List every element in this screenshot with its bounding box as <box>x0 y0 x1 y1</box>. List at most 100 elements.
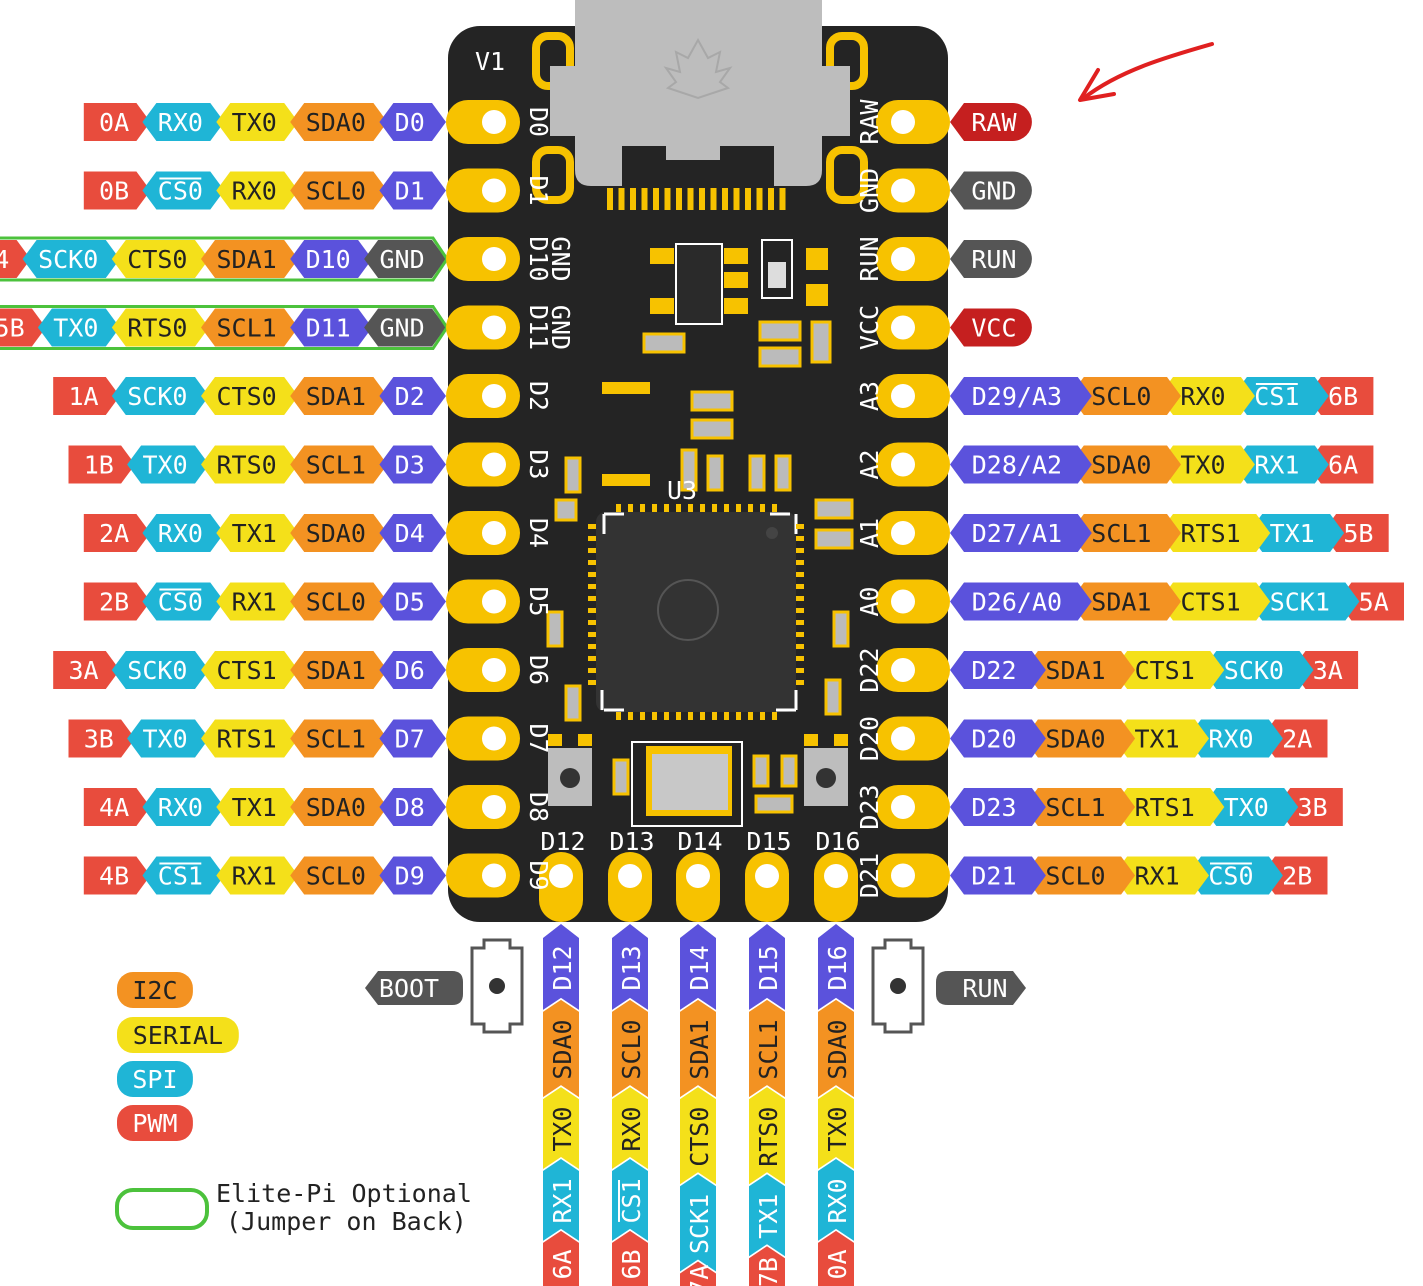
label-d13-cs1-pill <box>612 1159 648 1241</box>
label-a3-rx0-pill <box>1159 377 1255 415</box>
label-d7-d7-text: D7 <box>395 725 425 754</box>
chip-pin-right-11 <box>796 644 804 649</box>
label-d3-rts0-pill <box>201 445 299 484</box>
chip-pin-top-13 <box>760 504 765 512</box>
label-d10-cts0-pill <box>111 240 209 278</box>
label-d0-d0-pill <box>379 103 446 141</box>
label-d1-d1-text: D1 <box>395 177 425 206</box>
label-vcc-vcc-text: VCC <box>971 314 1016 343</box>
run-button-dot <box>890 978 906 994</box>
chip-pin-left-9 <box>588 620 596 625</box>
optional-note-line2: (Jumper on Back) <box>226 1207 467 1236</box>
label-d8-4a-pill <box>83 788 151 826</box>
label-d13-rx0-text: RX0 <box>617 1106 646 1151</box>
label-d4-2a-text: 2A <box>99 519 129 548</box>
chip-pin-top-14 <box>772 504 777 512</box>
label-d6-3a-text: 3A <box>68 656 98 685</box>
right-row-gnd: GND <box>950 171 1032 210</box>
boot-button-label: BOOT <box>379 974 439 1003</box>
label-d6-sda1-pill <box>290 651 388 689</box>
label-d14-sck1-pill <box>680 1174 716 1272</box>
label-d5-scl0-pill <box>290 582 388 621</box>
pad-left-hole-2 <box>482 178 506 203</box>
label-a1-scl1-pill <box>1069 514 1181 552</box>
pad-bottom-hole-3 <box>686 864 710 888</box>
label-gnd-gnd-text: GND <box>971 177 1016 206</box>
label-d22-d22-pill <box>950 651 1046 689</box>
chip-pin-left-7 <box>588 596 596 601</box>
run-button[interactable]: RUN <box>871 938 1026 1034</box>
silk-left-d7: D7 <box>524 723 553 753</box>
label-d23-d23-pill <box>950 788 1046 826</box>
chip-pin-left-14 <box>588 680 596 685</box>
label-d7-rts1-text: RTS1 <box>216 725 276 754</box>
board-version-label: V1 <box>475 47 505 76</box>
chip-pin-left-3 <box>588 548 596 553</box>
label-d9-cs1-pill <box>142 856 225 895</box>
label-d11-rts0-pill <box>111 308 209 347</box>
label-d9-scl0-text: SCL0 <box>306 862 366 891</box>
chip-pin-top-5 <box>664 504 669 512</box>
label-d11-d11-pill <box>290 308 373 347</box>
label-d3-scl1-pill <box>290 445 388 484</box>
label-d5-rx1-text: RX1 <box>232 588 277 617</box>
label-d9-d9-pill <box>379 856 446 895</box>
pad-left-hole-6 <box>482 452 506 477</box>
label-d2-sda1-pill <box>290 377 388 415</box>
label-a2-sda0-pill <box>1069 445 1181 484</box>
label-d4-tx1-pill <box>216 514 299 552</box>
chip-pin-right-4 <box>796 560 804 565</box>
right-row-raw: RAW <box>950 103 1032 141</box>
silk-right-a0: A0 <box>855 586 884 616</box>
chip-pin-right-14 <box>796 680 804 685</box>
usb-finger-10 <box>710 188 717 210</box>
pad-bottom-hole-1 <box>549 864 573 888</box>
label-a3-rx0-text: RX0 <box>1180 382 1225 411</box>
label-d16-rx0-text: RX0 <box>823 1178 852 1223</box>
label-d3-d3-pill <box>379 445 446 484</box>
label-d21-d21-text: D21 <box>971 862 1016 891</box>
label-d14-d14-pill <box>680 924 716 1010</box>
label-d21-2b-text: 2B <box>1282 862 1312 891</box>
label-d20-d20-text: D20 <box>971 725 1016 754</box>
label-d6-d6-text: D6 <box>395 656 425 685</box>
label-d22-sda1-text: SDA1 <box>1045 656 1105 685</box>
optional-note-line1: Elite-Pi Optional <box>216 1179 472 1208</box>
usb-finger-6 <box>664 188 671 210</box>
label-d21-scl0-pill <box>1023 856 1136 895</box>
header-pads <box>446 100 950 922</box>
silk-bottom-d14: D14 <box>677 827 722 856</box>
label-d6-d6-pill <box>379 651 446 689</box>
chip-pin-bottom-4 <box>652 712 657 720</box>
label-d21-rx1-text: RX1 <box>1134 862 1179 891</box>
usb-c-connector <box>532 0 868 204</box>
label-d8-tx1-text: TX1 <box>232 793 277 822</box>
label-d6-sck0-pill <box>111 651 209 689</box>
label-a3-6b-text: 6B <box>1328 382 1358 411</box>
label-a2-rx1-text: RX1 <box>1254 451 1299 480</box>
label-d7-d7-pill <box>379 719 446 758</box>
pad-left-hole-11 <box>482 795 506 819</box>
label-a1-tx1-text: TX1 <box>1270 519 1315 548</box>
label-d7-rts1-pill <box>201 719 299 758</box>
pad-right-hole-10 <box>891 726 915 751</box>
silk-left-d2: D2 <box>524 381 553 411</box>
pad-right-hole-1 <box>891 110 915 134</box>
chip-pin-left-6 <box>588 584 596 589</box>
pad-right-hole-4 <box>891 315 915 340</box>
annotation-arrow <box>1078 42 1214 102</box>
boot-button[interactable]: BOOT <box>365 938 524 1034</box>
label-d10-d10-text: D10 <box>306 245 351 274</box>
label-a0-d26-a0-pill <box>950 582 1092 621</box>
silk-left-d11: D11 <box>524 305 553 350</box>
label-d10-d10-pill <box>290 240 373 278</box>
label-a0-d26-a0-text: D26/A0 <box>972 588 1062 617</box>
label-d14-sda1-text: SDA1 <box>685 1019 714 1079</box>
label-d3-rts0-text: RTS0 <box>216 451 276 480</box>
label-a0-sda1-pill <box>1069 582 1181 621</box>
legend-pwm-label: PWM <box>132 1109 177 1138</box>
